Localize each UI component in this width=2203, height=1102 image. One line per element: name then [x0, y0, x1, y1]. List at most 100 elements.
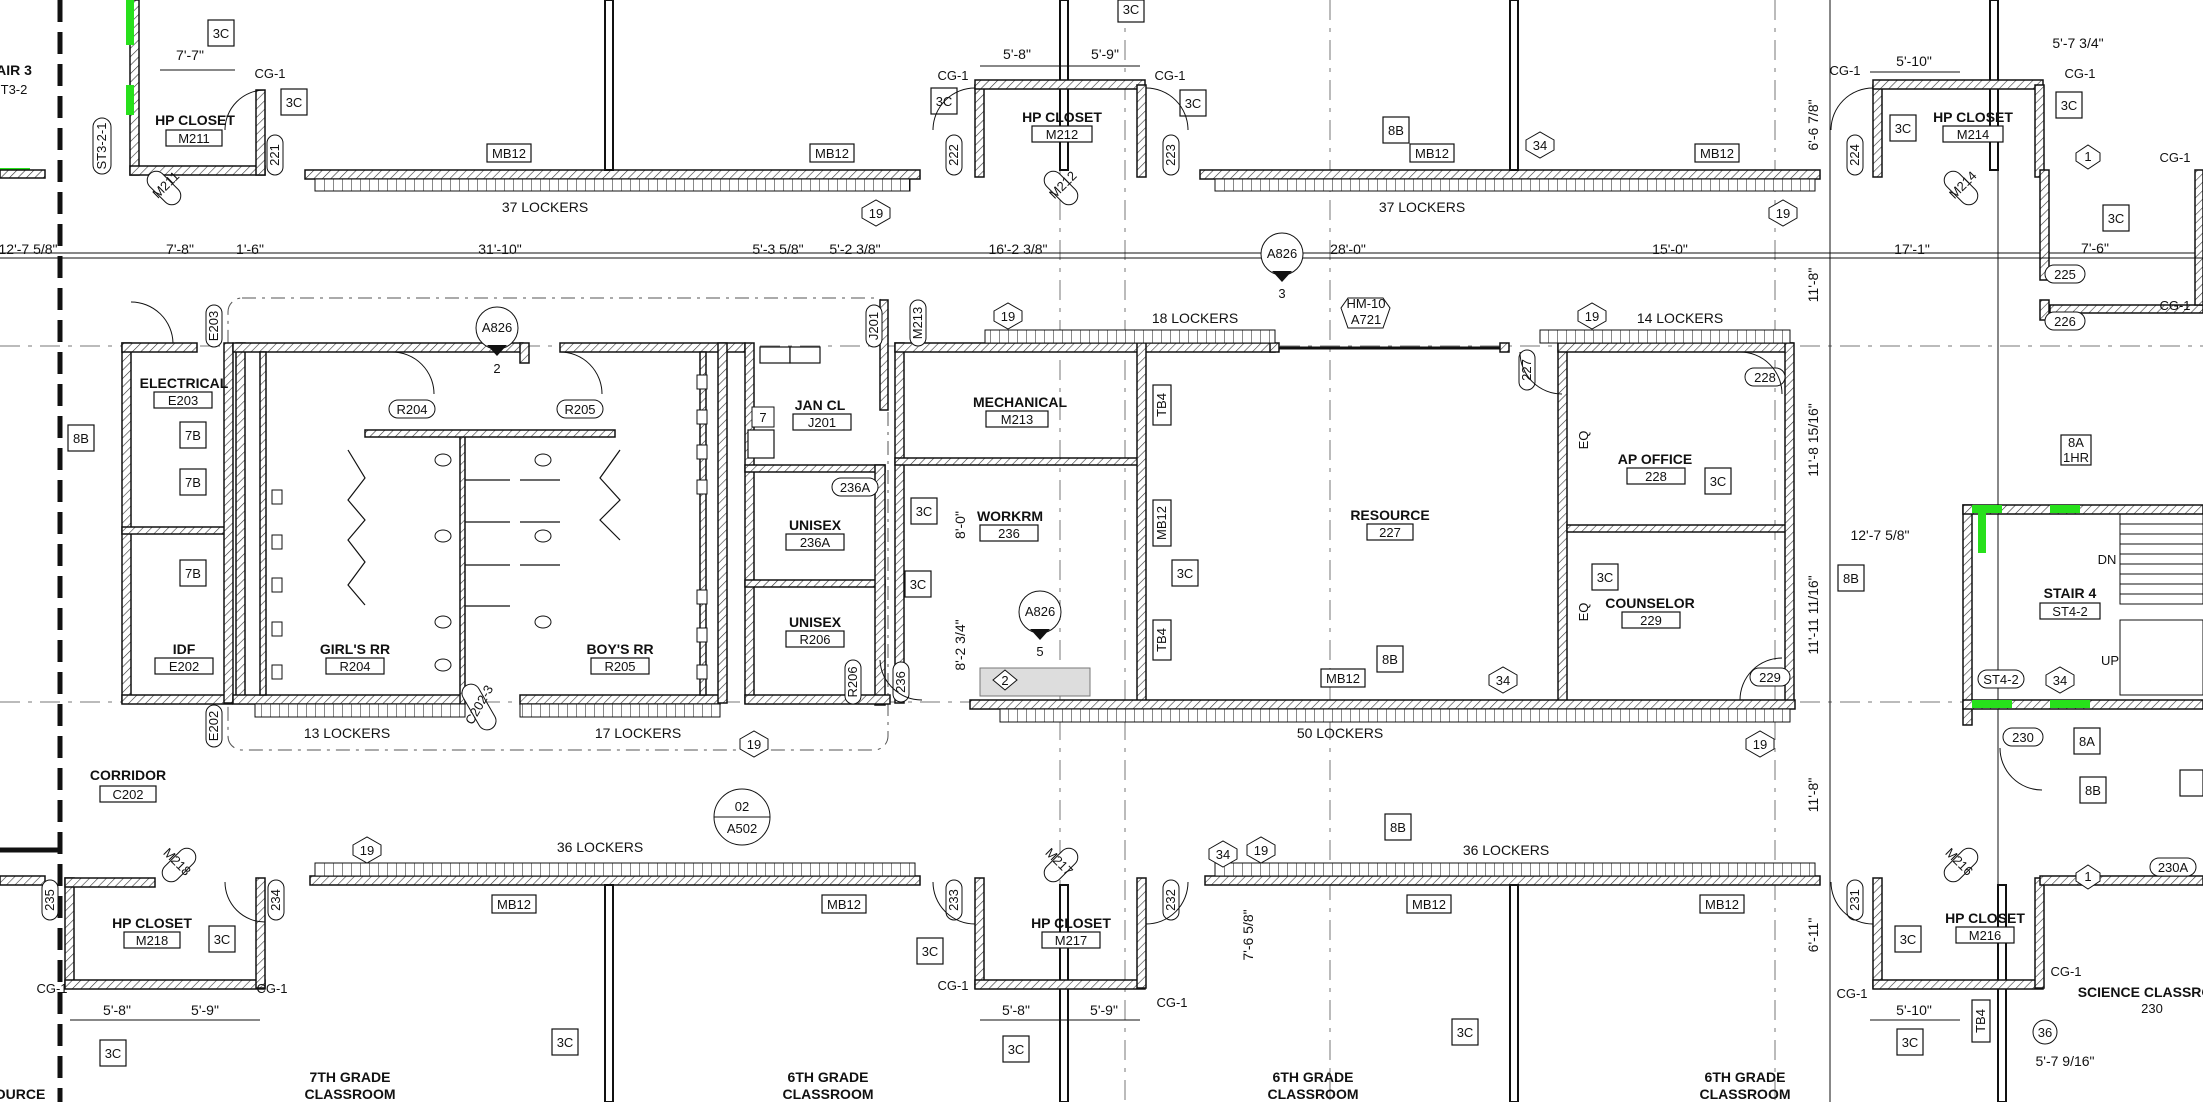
locker-label: 37 LOCKERS	[1379, 199, 1465, 215]
room-name-resource: RESOURCE	[1350, 507, 1429, 523]
svg-text:TB4: TB4	[1973, 1009, 1988, 1033]
door-swings	[130, 87, 2043, 925]
svg-text:3C: 3C	[1185, 96, 1202, 111]
room-name-workrm: WORKRM	[977, 508, 1043, 524]
room-name-m211: HP CLOSET	[155, 112, 235, 128]
svg-text:12'-7 5/8": 12'-7 5/8"	[0, 241, 58, 257]
svg-text:15'-0": 15'-0"	[1652, 241, 1688, 257]
plumbing-fixtures	[271, 374, 708, 680]
svg-text:19: 19	[360, 843, 374, 858]
svg-text:CG-1: CG-1	[1154, 68, 1185, 83]
tag-boxes: 3C 3C 3C 3C 3C 3C 3C 3C 3C 3C 3C 3C 3C 3…	[36, 0, 2203, 1067]
svg-text:231: 231	[1847, 889, 1862, 911]
svg-text:8A: 8A	[2079, 734, 2095, 749]
svg-text:J201: J201	[866, 312, 881, 340]
svg-text:A826: A826	[1025, 604, 1055, 619]
svg-text:M218: M218	[136, 933, 169, 948]
svg-text:CLASSROOM: CLASSROOM	[1700, 1086, 1791, 1102]
vertical-dimensions: 6'-6 7/8" 11'-8" 11'-8 15/16" 11'-11 11/…	[70, 99, 2109, 1069]
locker-label: 13 LOCKERS	[304, 725, 390, 741]
svg-text:A502: A502	[727, 821, 757, 836]
svg-text:3C: 3C	[922, 944, 939, 959]
svg-text:19: 19	[1776, 206, 1790, 221]
svg-text:225: 225	[2054, 267, 2076, 282]
svg-text:3C: 3C	[1710, 474, 1727, 489]
room-name-girls-rr: GIRL'S RR	[320, 641, 390, 657]
svg-text:MB12: MB12	[1326, 671, 1360, 686]
svg-text:1: 1	[2084, 869, 2091, 884]
svg-text:3C: 3C	[1457, 1025, 1474, 1040]
svg-text:C202: C202	[112, 787, 143, 802]
door-tags: 221 222 223 224 225 226 227 228 229 230 …	[41, 117, 2197, 921]
svg-text:234: 234	[268, 889, 283, 911]
room-name-counselor: COUNSELOR	[1605, 595, 1694, 611]
svg-text:A826: A826	[482, 320, 512, 335]
svg-text:MB12: MB12	[1412, 897, 1446, 912]
svg-text:CLASSROOM: CLASSROOM	[305, 1086, 396, 1102]
svg-text:34: 34	[1496, 673, 1510, 688]
svg-text:5'-7 9/16": 5'-7 9/16"	[2035, 1053, 2094, 1069]
locker-labels: 37 LOCKERS 37 LOCKERS 18 LOCKERS 14 LOCK…	[304, 199, 1723, 858]
svg-text:230: 230	[2141, 1001, 2163, 1016]
svg-text:224: 224	[1847, 144, 1862, 166]
svg-text:CG-1: CG-1	[937, 978, 968, 993]
svg-text:28'-0": 28'-0"	[1330, 241, 1366, 257]
svg-text:8'-2 3/4": 8'-2 3/4"	[952, 619, 968, 670]
svg-text:3C: 3C	[1902, 1035, 1919, 1050]
svg-text:6'-11": 6'-11"	[1805, 918, 1821, 953]
svg-text:8B: 8B	[1382, 652, 1398, 667]
svg-text:7'-7": 7'-7"	[176, 47, 204, 63]
svg-text:5'-8": 5'-8"	[1002, 1002, 1030, 1018]
svg-text:E202: E202	[169, 659, 199, 674]
svg-text:236: 236	[893, 671, 908, 693]
svg-text:3C: 3C	[1597, 570, 1614, 585]
svg-text:3C: 3C	[1008, 1042, 1025, 1057]
room-num-m214: M214	[1957, 127, 1990, 142]
svg-text:19: 19	[1585, 309, 1599, 324]
svg-text:5'-10": 5'-10"	[1896, 1002, 1932, 1018]
svg-text:2: 2	[493, 361, 500, 376]
svg-text:3C: 3C	[910, 577, 927, 592]
room-name-m214: HP CLOSET	[1933, 109, 2013, 125]
svg-text:232: 232	[1163, 889, 1178, 911]
svg-text:16'-2 3/8": 16'-2 3/8"	[988, 241, 1047, 257]
svg-text:1HR: 1HR	[2063, 450, 2089, 465]
svg-text:3: 3	[1278, 286, 1285, 301]
svg-text:5'-9": 5'-9"	[191, 1002, 219, 1018]
svg-text:R204: R204	[396, 402, 427, 417]
svg-text:CG-1: CG-1	[1156, 995, 1187, 1010]
svg-text:34: 34	[2053, 673, 2067, 688]
room-name-stair3: AIR 3	[0, 62, 32, 78]
svg-text:MB12: MB12	[492, 146, 526, 161]
svg-text:5'-2 3/8": 5'-2 3/8"	[829, 241, 880, 257]
svg-text:7B: 7B	[185, 475, 201, 490]
svg-text:11'-11 11/16": 11'-11 11/16"	[1805, 575, 1821, 654]
room-name-6th-a: 6TH GRADE	[788, 1069, 869, 1085]
svg-text:HM-10: HM-10	[1346, 296, 1385, 311]
room-name-stair4: STAIR 4	[2044, 585, 2097, 601]
svg-text:236: 236	[998, 526, 1020, 541]
svg-text:CG-1: CG-1	[1836, 986, 1867, 1001]
svg-text:19: 19	[1001, 309, 1015, 324]
svg-text:5'-9": 5'-9"	[1090, 1002, 1118, 1018]
top-row: HP CLOSET M211 HP CLOSET M212 HP CLOSET …	[0, 0, 2203, 321]
room-name-idf: IDF	[173, 641, 196, 657]
locker-label: 17 LOCKERS	[595, 725, 681, 741]
room-name-corridor: CORRIDOR	[90, 767, 166, 783]
svg-text:DN: DN	[2098, 552, 2117, 567]
svg-text:MB12: MB12	[1705, 897, 1739, 912]
svg-text:E202: E202	[206, 711, 221, 741]
room-name-7th: 7TH GRADE	[310, 1069, 391, 1085]
svg-text:221: 221	[267, 144, 282, 166]
bottom-row: HP CLOSET M218 HP CLOSET M217 HP CLOSET …	[0, 862, 2203, 1102]
svg-text:19: 19	[1254, 843, 1268, 858]
svg-text:MB12: MB12	[1154, 506, 1169, 540]
svg-text:19: 19	[747, 737, 761, 752]
svg-text:31'-10": 31'-10"	[478, 241, 521, 257]
svg-text:229: 229	[1640, 613, 1662, 628]
svg-text:R205: R205	[564, 402, 595, 417]
svg-text:E203: E203	[206, 311, 221, 341]
svg-text:CG-1: CG-1	[254, 66, 285, 81]
